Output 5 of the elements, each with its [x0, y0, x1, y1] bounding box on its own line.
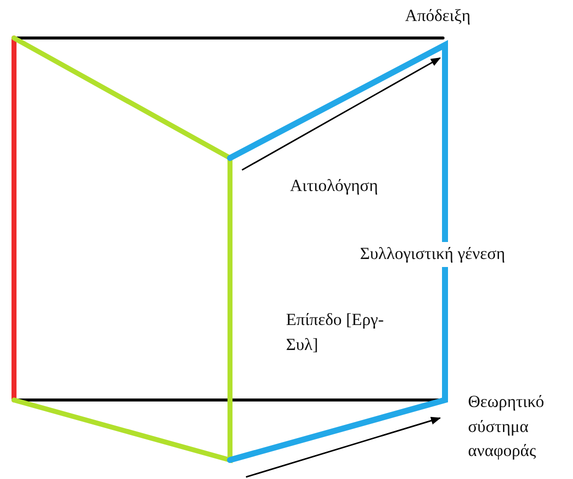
vertex-label: Απόδειξη	[405, 5, 471, 27]
edge-name-label: Συλλογιστική γένεση	[360, 242, 506, 267]
edge-name-label: Αιτιολόγηση	[290, 175, 378, 197]
plane-label: Θεωρητικό σύστημα αναφοράς	[468, 391, 546, 462]
plane-label: Επίπεδο [Εργ-Συλ]	[286, 309, 385, 356]
